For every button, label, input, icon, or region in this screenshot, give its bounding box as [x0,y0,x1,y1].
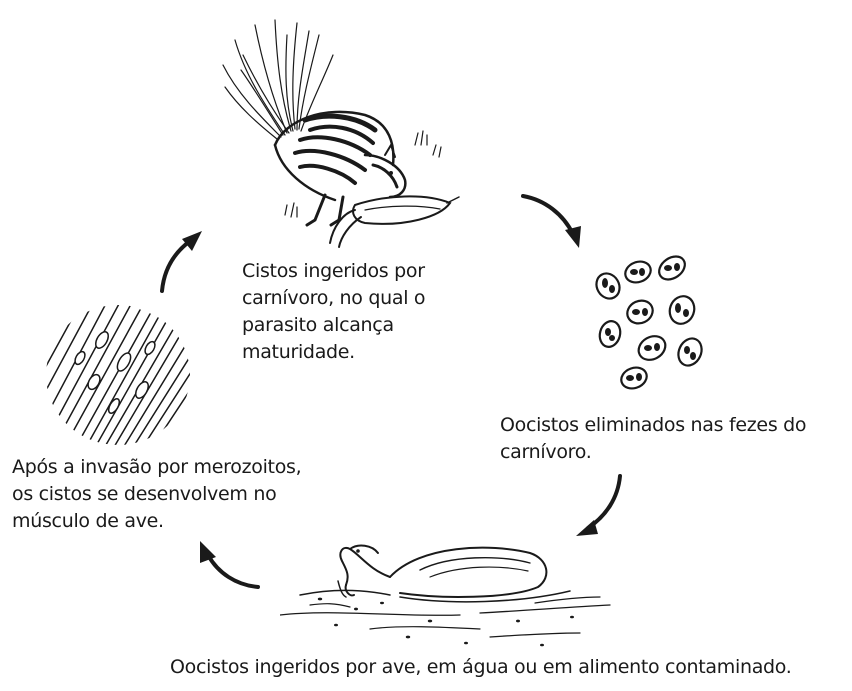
muscle-stage-caption: Após a invasão por merozoitos, os cistos… [12,454,332,535]
arrow-bird-to-muscle-icon [192,535,267,595]
muscle-cysts-icon [40,300,195,450]
oocysts-stage-caption: Oocistos eliminados nas fezes do carnívo… [500,412,840,466]
bird-stage-caption: Oocistos ingeridos por ave, em água ou e… [170,654,840,681]
arrow-carnivore-to-oocysts-icon [515,190,590,255]
arrow-oocysts-to-bird-icon [570,470,635,545]
arrow-muscle-to-carnivore-icon [150,225,210,300]
duck-feeding-icon [280,525,620,650]
oocysts-icon [590,250,715,395]
skunk-eating-bird-icon [215,5,465,250]
carnivore-stage-caption: Cistos ingeridos por carnívoro, no qual … [242,258,482,366]
